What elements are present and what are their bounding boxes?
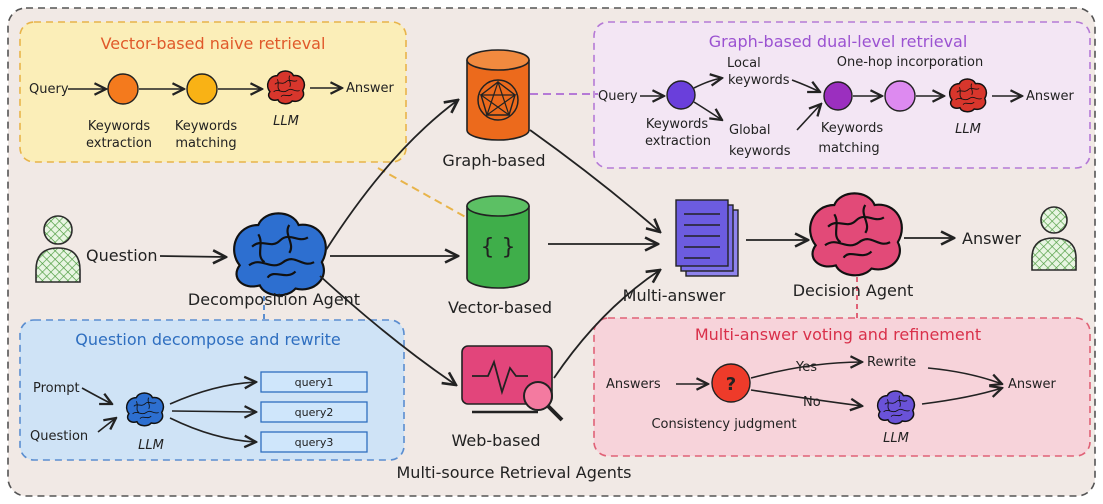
answer-person-icon: [1031, 206, 1077, 271]
global-keywords-label: Global: [729, 123, 770, 138]
no-label: No: [803, 395, 821, 410]
graph-extraction-node: [666, 80, 696, 110]
vector-panel-title: Vector-based naive retrieval: [101, 34, 326, 53]
svg-text:query1: query1: [295, 376, 334, 389]
vector-answer-label: Answer: [346, 81, 395, 96]
consistency-judge-node: [711, 363, 751, 403]
graph-query-label: Query: [598, 89, 638, 104]
graph-based-label: Graph-based: [442, 151, 545, 170]
graph-retrieval-panel: Graph-based dual-level retrieval Query L…: [593, 21, 1091, 169]
graph-answer-label: Answer: [1026, 89, 1075, 104]
decompose-question-label: Question: [30, 429, 88, 444]
query-box-1: query1: [260, 371, 368, 393]
yes-label: Yes: [795, 360, 817, 375]
answers-label: Answers: [606, 377, 661, 392]
consistency-label: Consistency judgment: [651, 417, 796, 432]
keywords-extraction-label: Keywords: [88, 119, 151, 134]
yellow-connector: [377, 167, 479, 225]
user-person-icon: [35, 215, 81, 283]
global-keywords-label-2: keywords: [729, 144, 791, 159]
graph-llm-brain-icon: [948, 78, 988, 113]
onehop-label: One-hop incorporation: [837, 55, 983, 70]
web-search-icon: [461, 345, 564, 422]
vector-based-label: Vector-based: [448, 298, 552, 317]
voting-panel: Multi-answer voting and refinement Answe…: [593, 317, 1091, 457]
onehop-node: [884, 80, 916, 112]
keywords-matching-label-2: matching: [175, 136, 236, 151]
rewrite-label: Rewrite: [867, 355, 916, 370]
question-mark-icon: ?: [726, 374, 736, 395]
multi-answer-label: Multi-answer: [623, 286, 726, 305]
question-label: Question: [86, 246, 158, 265]
final-answer-label: Answer: [962, 229, 1021, 248]
decompose-panel-title: Question decompose and rewrite: [75, 330, 341, 349]
voting-llm-brain-icon: [876, 390, 916, 425]
decompose-panel: Question decompose and rewrite Prompt Qu…: [19, 319, 405, 461]
svg-text:query2: query2: [295, 406, 334, 419]
llm-brain-icon: [266, 70, 306, 105]
multi-answer-documents-icon: [675, 199, 739, 277]
web-based-label: Web-based: [452, 431, 541, 450]
keywords-matching-node: [186, 73, 218, 105]
local-keywords-label: Local: [727, 56, 761, 71]
local-keywords-label-2: keywords: [728, 73, 790, 88]
decomposition-agent-label: Decomposition Agent: [188, 290, 360, 309]
voting-panel-title: Multi-answer voting and refinement: [695, 325, 981, 344]
decision-agent-label: Decision Agent: [793, 281, 914, 300]
vector-llm-label: LLM: [273, 114, 299, 129]
prompt-label: Prompt: [33, 381, 80, 396]
graph-matching-label: Keywords: [821, 121, 884, 136]
graph-panel-title: Graph-based dual-level retrieval: [709, 32, 968, 51]
vector-database-icon: { }: [466, 195, 530, 289]
graph-extraction-label-2: extraction: [645, 134, 711, 149]
vector-retrieval-panel: Vector-based naive retrieval Query Answe…: [19, 21, 407, 163]
graph-llm-label: LLM: [955, 122, 981, 137]
decompose-llm-label: LLM: [138, 438, 164, 453]
graph-database-icon: [466, 49, 530, 141]
voting-answer-label: Answer: [1008, 377, 1057, 392]
keywords-extraction-label-2: extraction: [86, 136, 152, 151]
code-braces-icon: { }: [481, 235, 516, 260]
vector-query-label: Query: [29, 82, 69, 97]
query-box-3: query3: [260, 431, 368, 453]
graph-matching-node: [823, 81, 853, 111]
svg-text:query3: query3: [295, 436, 334, 449]
keywords-extraction-node: [107, 73, 139, 105]
voting-llm-label: LLM: [883, 431, 909, 446]
graph-extraction-label: Keywords: [646, 117, 709, 132]
graph-matching-label-2: matching: [818, 141, 879, 156]
query-box-2: query2: [260, 401, 368, 423]
decompose-llm-brain-icon: [125, 392, 165, 427]
multi-source-agents-label: Multi-source Retrieval Agents: [397, 463, 632, 482]
keywords-matching-label: Keywords: [175, 119, 238, 134]
